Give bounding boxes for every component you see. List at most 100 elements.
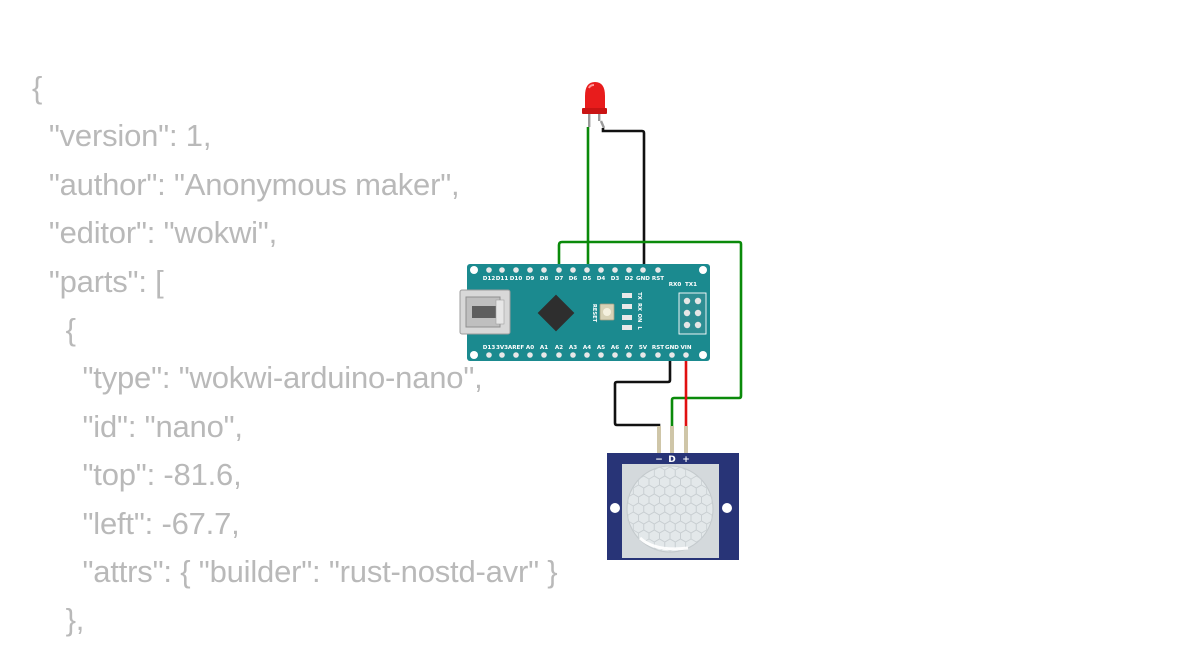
pin-label-top: D3: [611, 276, 620, 282]
pin-label-top: D9: [526, 276, 535, 282]
reset-button[interactable]: [599, 303, 615, 321]
pin-label-bottom: A1: [540, 345, 548, 351]
code-line: "version": 1,: [32, 118, 212, 154]
fresnel-cell: [674, 538, 687, 552]
led-red[interactable]: [582, 82, 607, 129]
pir-pin-signal: [670, 426, 674, 455]
pin-label-top: D11: [496, 276, 509, 282]
pin-header-bottom[interactable]: [598, 352, 604, 358]
pin-label-bottom: A6: [611, 345, 619, 351]
pin-header-bottom[interactable]: [556, 352, 562, 358]
pin-label-top: D8: [540, 276, 549, 282]
pir-mount-hole-left: [610, 503, 620, 513]
atmega-chip: [537, 294, 575, 332]
pin-label-bottom: A0: [526, 345, 534, 351]
code-line: "attrs": { "builder": "rust-nostd-avr" }: [32, 553, 558, 589]
pin-header-bottom[interactable]: [513, 352, 519, 358]
led-highlight: [588, 84, 595, 89]
nano-board: [467, 264, 710, 361]
pin-label-bottom: VIN: [680, 345, 691, 351]
pin-label-bottom: A2: [555, 345, 563, 351]
pin-label-bottom: A7: [625, 345, 633, 351]
wire-pir-ground-to-gnd[interactable]: [613, 354, 672, 428]
led-leg-cathode: [598, 113, 601, 121]
pin-label-bottom: A3: [569, 345, 577, 351]
code-line: "left": -67.7,: [32, 505, 240, 541]
pir-label-ground: −: [655, 455, 663, 465]
pin-header-bottom[interactable]: [570, 352, 576, 358]
pin-header-top[interactable]: [541, 267, 547, 273]
pin-label-top: D2: [625, 276, 634, 282]
mount-hole: [699, 266, 707, 274]
reset-label: RESET: [591, 304, 597, 323]
pin-label-top: D4: [597, 276, 606, 282]
pin-header-bottom[interactable]: [527, 352, 533, 358]
pin-label-bottom: D13: [483, 345, 496, 351]
pin-label-bottom: RST: [652, 345, 664, 351]
code-line: "id": "nano",: [32, 408, 243, 444]
mount-hole: [470, 351, 478, 359]
pin-header-top[interactable]: [486, 267, 492, 273]
code-line: "editor": "wokwi",: [32, 215, 278, 251]
pin-header-top[interactable]: [499, 267, 505, 273]
status-led-label: L: [636, 326, 642, 330]
pin-header-bottom[interactable]: [584, 352, 590, 358]
pin-header-top[interactable]: [640, 267, 646, 273]
pin-header-top[interactable]: [626, 267, 632, 273]
code-line: "type": "wokwi-arduino-nano",: [32, 360, 483, 396]
led-rim: [582, 108, 607, 114]
pin-label-bottom: A4: [583, 345, 591, 351]
pin-label-bottom: 3V3: [496, 345, 508, 351]
pin-header-bottom[interactable]: [612, 352, 618, 358]
icsp-header: [678, 292, 707, 335]
pin-header-bottom[interactable]: [499, 352, 505, 358]
pin-header-bottom[interactable]: [541, 352, 547, 358]
pin-header-top[interactable]: [527, 267, 533, 273]
status-led-label: RX: [636, 303, 642, 311]
pin-header-bottom[interactable]: [640, 352, 646, 358]
pin-label-top: D12: [483, 276, 496, 282]
pin-label-top: D7: [555, 276, 564, 282]
pir-dome-highlight: [638, 536, 689, 551]
pin-label-bottom: GND: [665, 345, 679, 351]
pin-label-top: TX1: [685, 282, 697, 288]
mount-hole: [699, 351, 707, 359]
pin-header-top[interactable]: [655, 267, 661, 273]
pin-label-top: D5: [583, 276, 592, 282]
usb-connector: [459, 289, 511, 335]
led-body: [585, 82, 605, 113]
pin-header-bottom[interactable]: [626, 352, 632, 358]
pin-header-bottom[interactable]: [486, 352, 492, 358]
pin-header-top[interactable]: [556, 267, 562, 273]
pin-label-top: RST: [652, 276, 664, 282]
code-line: {: [32, 311, 76, 347]
pin-header-top[interactable]: [570, 267, 576, 273]
code-line: },: [32, 602, 85, 638]
code-line: "author": "Anonymous maker",: [32, 166, 460, 202]
pin-header-top[interactable]: [598, 267, 604, 273]
pir-mount-hole-right: [722, 503, 732, 513]
pin-header-top[interactable]: [513, 267, 519, 273]
pin-header-bottom[interactable]: [669, 352, 675, 358]
pin-label-bottom: AREF: [508, 345, 524, 351]
pir-label-signal: D: [668, 455, 675, 465]
status-led-label: ON: [636, 314, 642, 323]
wire-led-cathode-to-gnd[interactable]: [601, 128, 646, 270]
wires[interactable]: [557, 127, 743, 428]
pin-header-bottom[interactable]: [655, 352, 661, 358]
pir-dome: [626, 465, 714, 553]
pin-header-top[interactable]: [584, 267, 590, 273]
pin-header-top[interactable]: [612, 267, 618, 273]
pir-pin-power: [684, 426, 688, 455]
wire-pir-signal-to-d7[interactable]: [557, 240, 743, 428]
status-leds: [622, 293, 632, 330]
pin-header-bottom[interactable]: [683, 352, 689, 358]
pir-label-power: +: [682, 455, 690, 465]
pir-sensor[interactable]: − D +: [607, 426, 739, 560]
pin-label-top: RX0: [669, 282, 682, 288]
pin-label-bottom: 5V: [639, 345, 648, 351]
fresnel-cell: [690, 529, 702, 543]
status-led-label: TX: [636, 292, 642, 300]
